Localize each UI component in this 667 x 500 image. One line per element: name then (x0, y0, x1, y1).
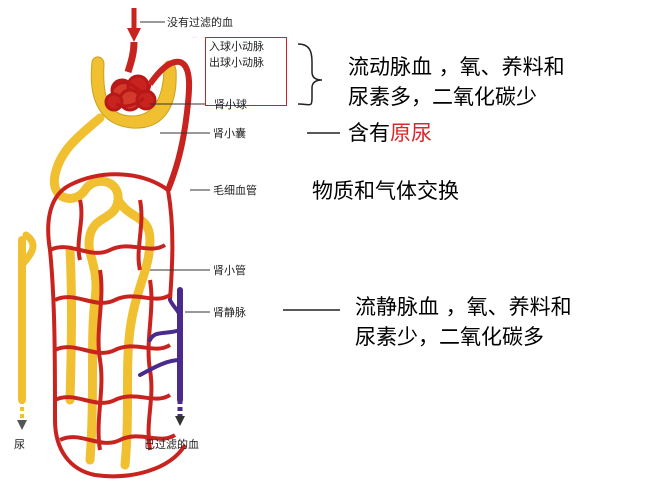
venous-note-line1: 流静脉血 ，氧、养料和 (355, 295, 572, 319)
label-bowman-capsule: 肾小囊 (213, 127, 246, 140)
label-glomerulus: 肾小球 (214, 98, 247, 111)
label-filtered-blood: 已过滤的血 (144, 438, 199, 451)
arterial-note-line2: 尿素多，二氧化碳少 (348, 85, 537, 109)
exchange-note: 物质和气体交换 (312, 179, 459, 203)
label-unfiltered-blood: 没有过滤的血 (167, 16, 233, 29)
arterial-note-line1: 流动脉血 ，氧、养料和 (348, 55, 565, 79)
capsule-note-highlight: 原尿 (390, 121, 432, 145)
capsule-note-prefix: 含有 (348, 121, 390, 145)
label-afferent-arteriole: 入球小动脉 (209, 40, 264, 53)
renal-tubule-path (18, 113, 155, 470)
venous-note-line2: 尿素少，二氧化碳多 (355, 325, 544, 349)
label-capillary: 毛细血管 (213, 184, 257, 197)
label-urine: 尿 (14, 438, 25, 451)
glomerulus-tangle (104, 74, 157, 112)
arteriole-highlight-box (205, 37, 287, 106)
incoming-blood-arrow (127, 8, 141, 42)
capillary-network (46, 172, 187, 479)
afferent-arteriole-vessel (124, 41, 138, 73)
bracket-brace (297, 43, 323, 106)
label-renal-tubule: 肾小管 (213, 264, 246, 277)
label-renal-vein: 肾静脉 (213, 306, 246, 319)
capsule-note: 含有原尿 (348, 118, 432, 148)
label-efferent-arteriole: 出球小动脉 (209, 56, 264, 69)
urine-arrow (17, 400, 27, 430)
leader-lines (140, 21, 210, 313)
renal-vein (138, 287, 183, 403)
efferent-arteriole-vessel (147, 58, 193, 192)
filtered-blood-arrow (175, 400, 185, 426)
